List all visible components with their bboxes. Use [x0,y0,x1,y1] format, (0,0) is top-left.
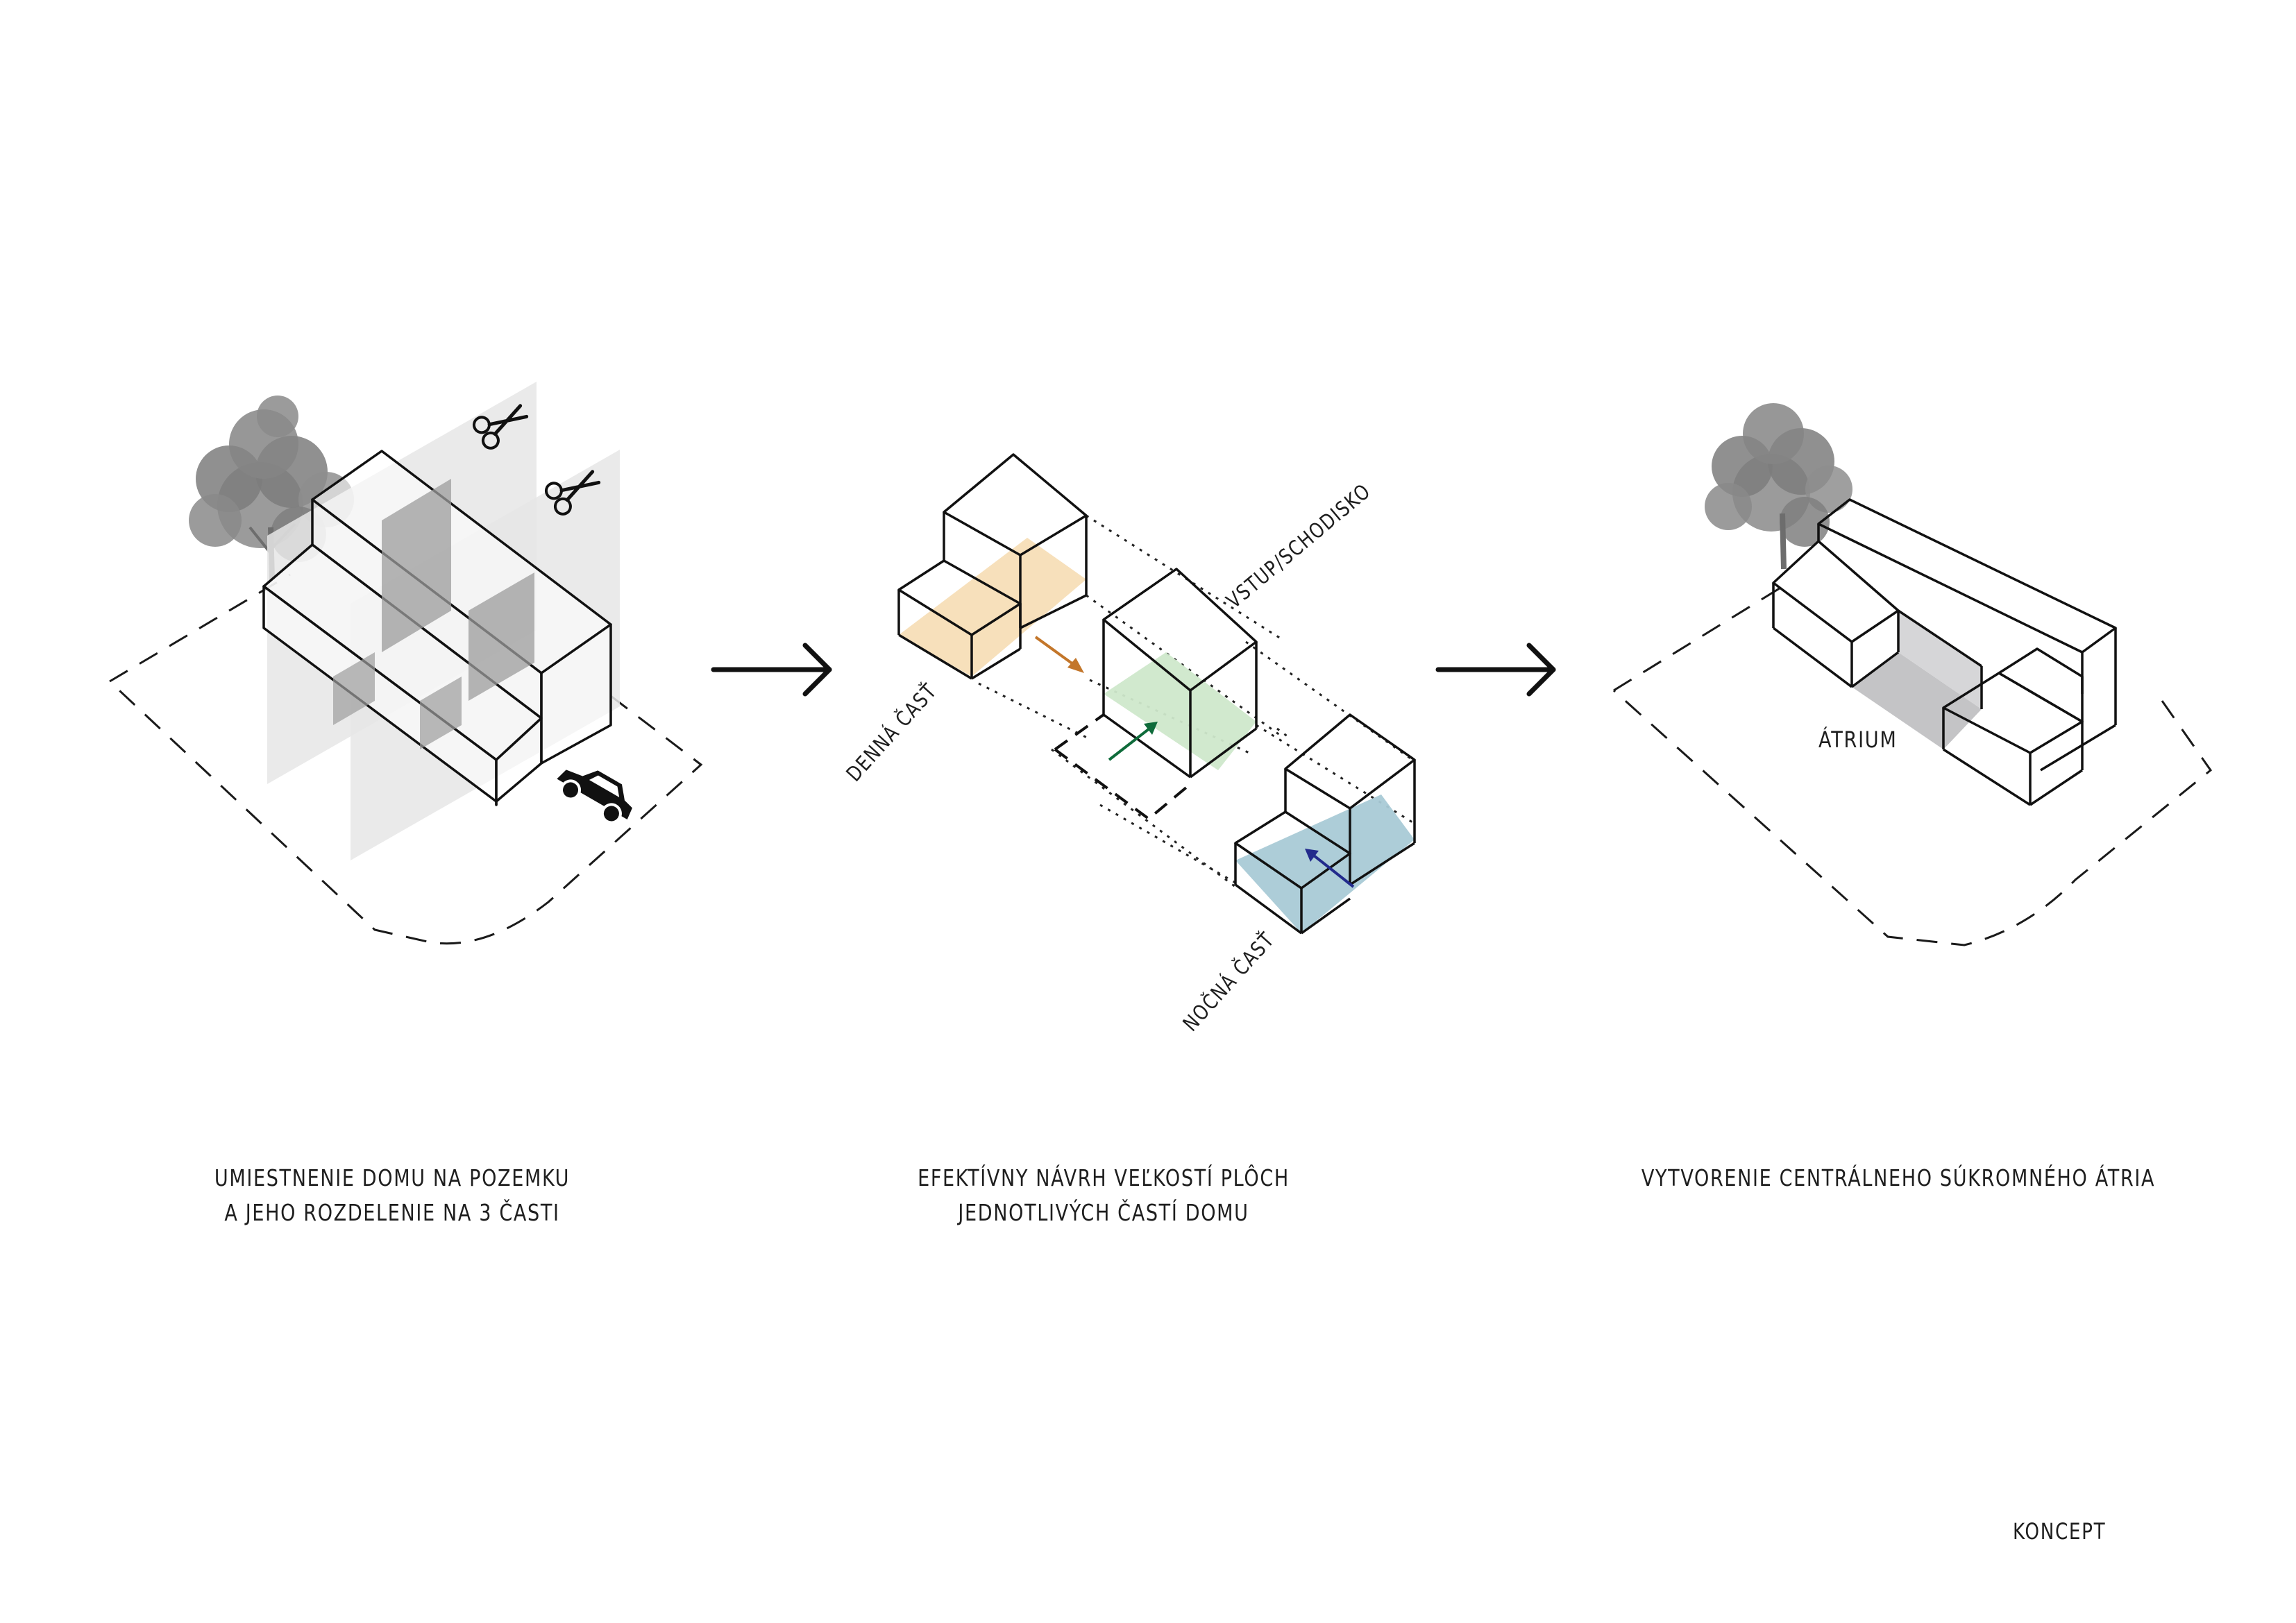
arrow-right-icon [1435,643,1556,697]
cut-shadow [469,572,534,701]
label-day-zone: DENNÁ ČASŤ [842,679,942,786]
tree-icon [1705,403,1852,570]
atrium-wall-shadow [1898,611,1982,709]
caption-line: UMIESTNENIE DOMU NA POZEMKU [214,1164,571,1191]
entry-zone-volume [1054,568,1258,821]
arrow-right-icon [711,643,832,697]
car-icon [557,770,632,824]
atrium-floor [1852,652,1982,749]
scissors-icon [544,470,601,516]
entry-arrow-icon [1108,722,1158,761]
caption-line: A JEHO ROZDELENIE NA 3 ČASTI [224,1199,560,1226]
caption-area-design: EFEKTÍVNY NÁVRH VEĽKOSTÍ PLÔCH JEDNOTLIV… [893,1161,1315,1230]
caption-line: JEDNOTLIVÝCH ČASTÍ DOMU [958,1199,1249,1226]
night-arrow-icon [1305,849,1355,888]
label-night-zone: NOČNÁ ČASŤ [1179,928,1280,1036]
cut-shadow [382,479,451,652]
label-entry-zone: VSTUP/SCHODISKO [1222,479,1376,613]
caption-atrium: VYTVORENIE CENTRÁLNEHO SÚKROMNÉHO ÁTRIA [1622,1161,2174,1196]
cut-shadow [333,652,375,725]
label-atrium: ÁTRIUM [1818,726,1898,754]
panel-area-design: DENNÁ ČASŤ VSTUP/SCHODISKO NOČNÁ ČASŤ [842,453,1416,1036]
entry-zone-floor [1104,652,1256,770]
panel-site-placement [108,382,703,945]
panel-atrium: ÁTRIUM [1612,403,2213,946]
atrium-house-volume [1772,498,2117,806]
caption-line: VYTVORENIE CENTRÁLNEHO SÚKROMNÉHO ÁTRIA [1641,1164,2156,1191]
scissors-icon [472,404,529,450]
sheet-title: KONCEPT [2013,1518,2107,1545]
caption-site-placement: UMIESTNENIE DOMU NA POZEMKU A JEHO ROZDE… [187,1161,597,1230]
caption-line: EFEKTÍVNY NÁVRH VEĽKOSTÍ PLÔCH [918,1164,1290,1191]
day-zone-volume [897,453,1088,680]
day-zone-floor [899,538,1086,677]
night-zone-volume [1234,713,1416,935]
day-arrow-icon [1034,636,1084,673]
plot-boundary [1612,580,2213,946]
cut-shadow [420,677,462,749]
entry-footprint [1054,713,1192,821]
plot-boundary [108,573,703,945]
